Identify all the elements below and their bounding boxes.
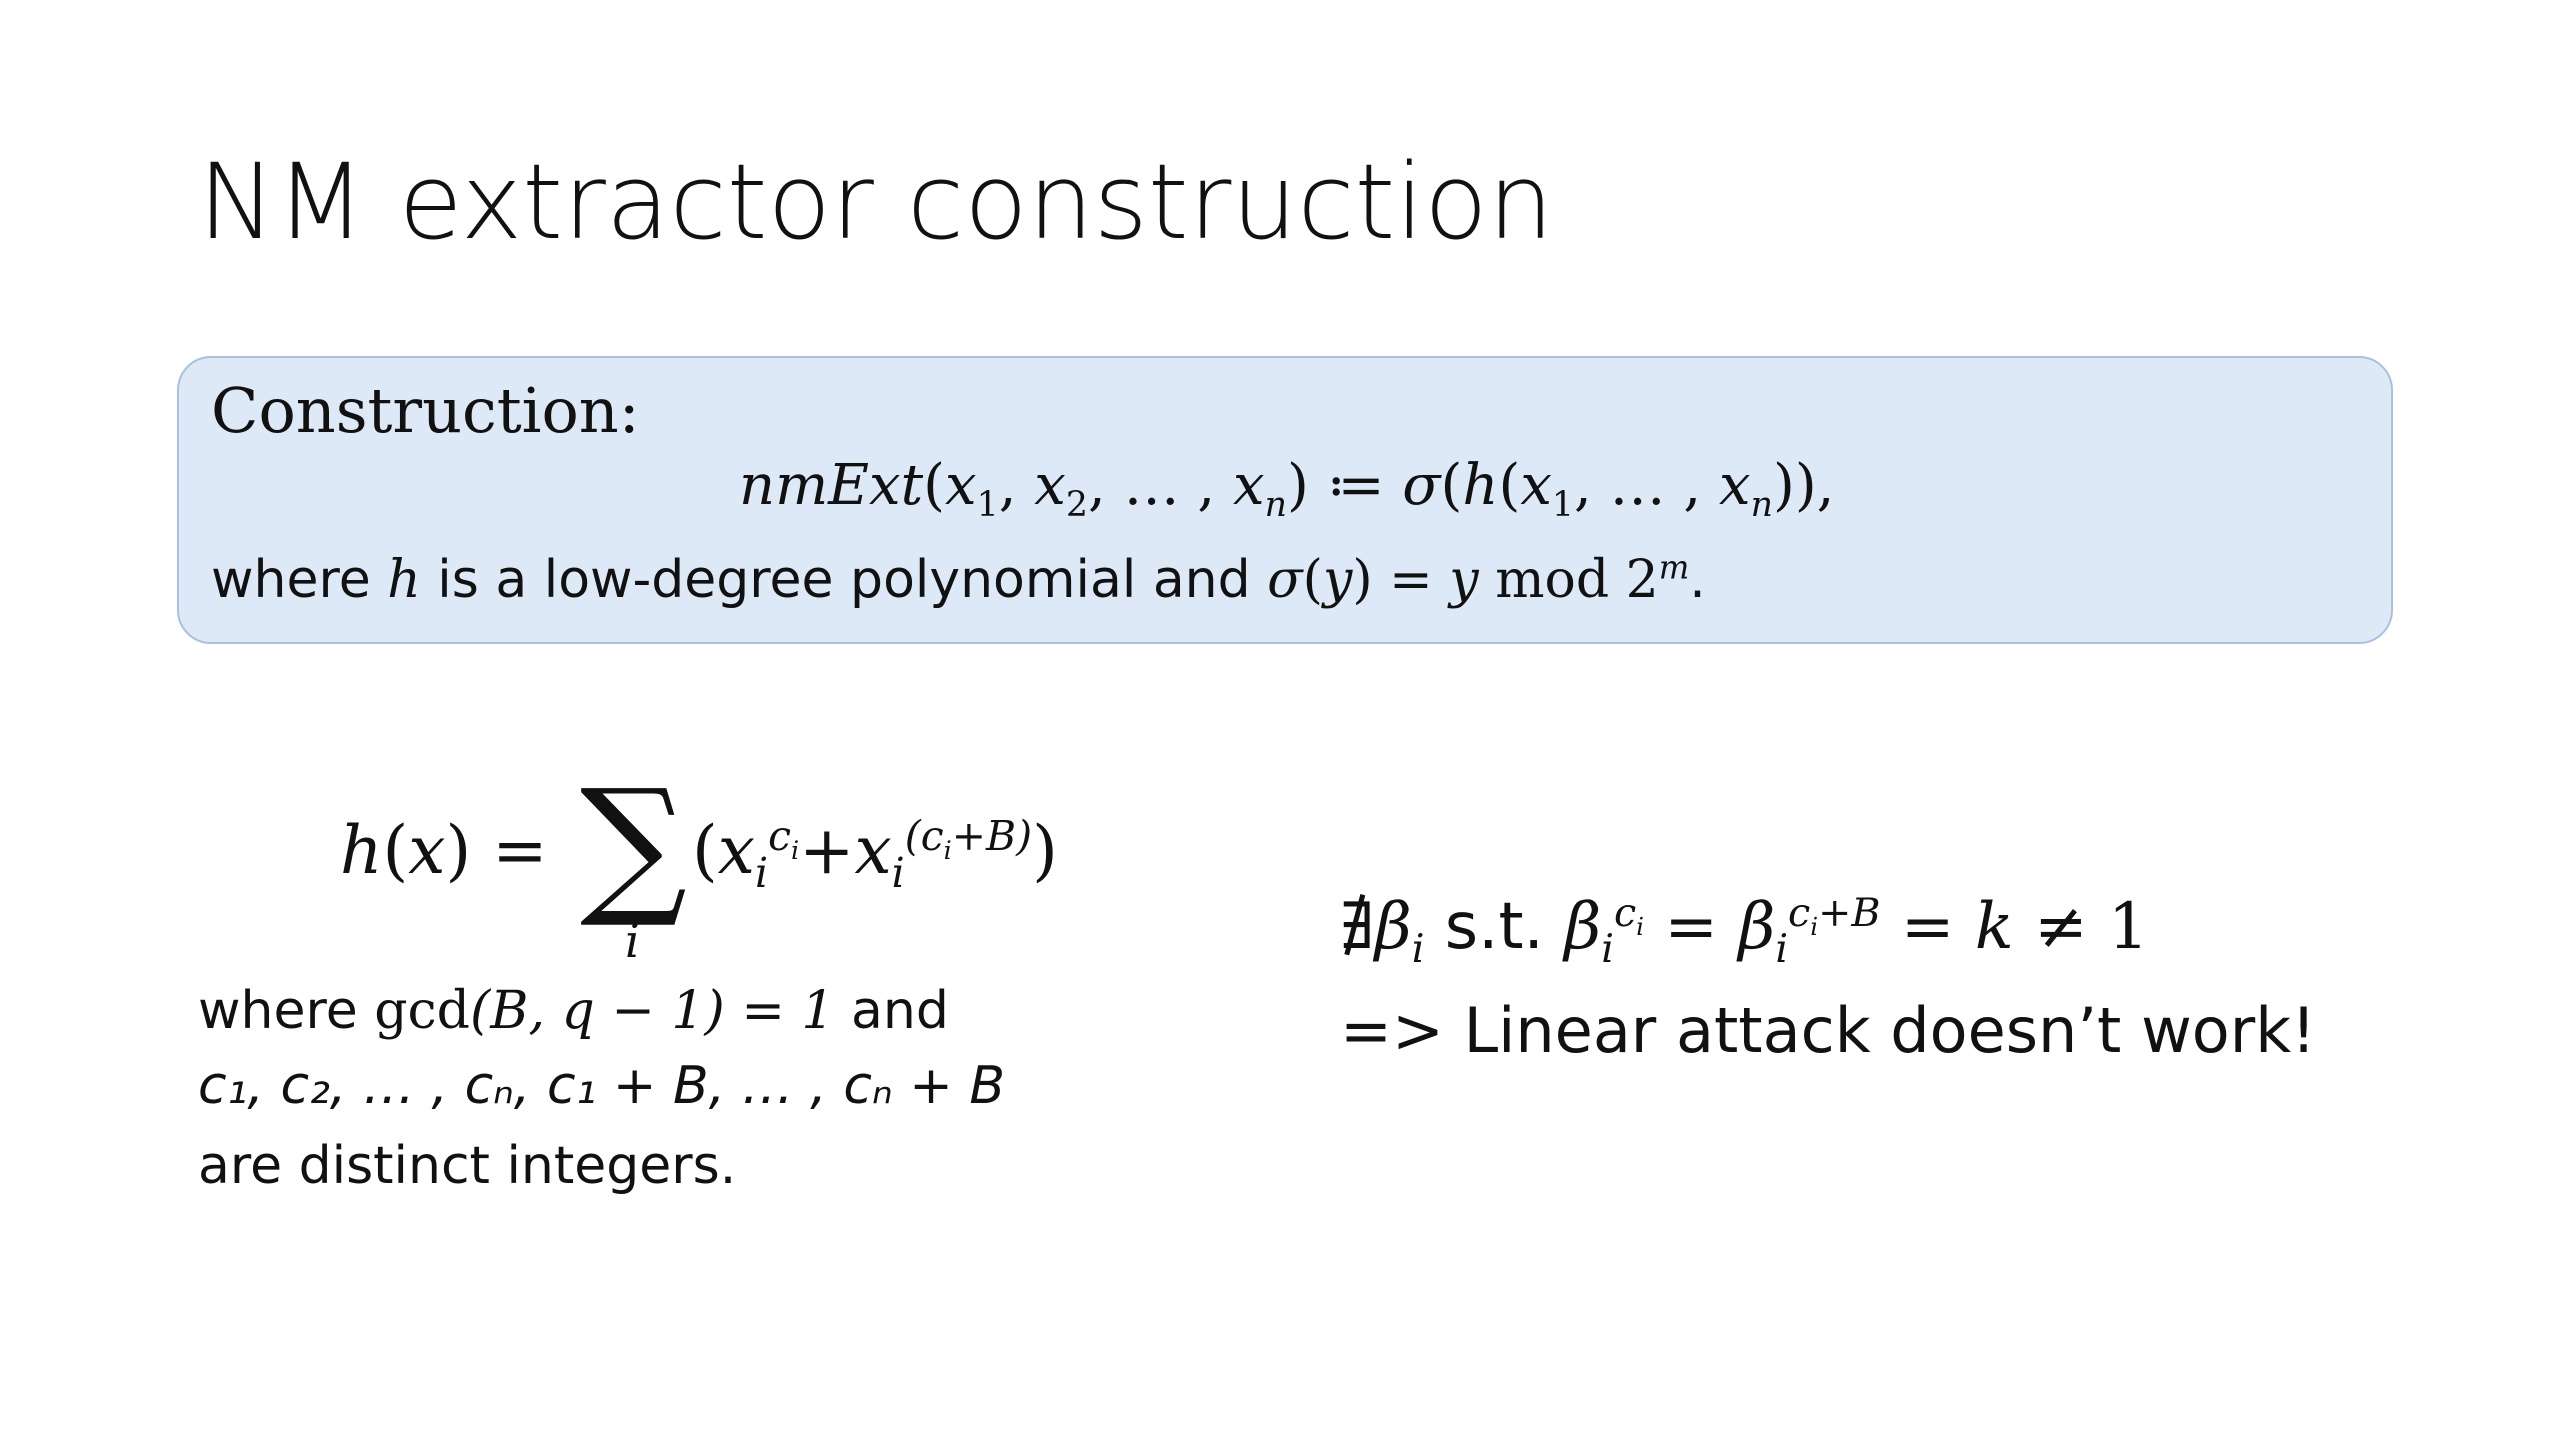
- construction-formula: nmExt(x1, x2, … , xn) ≔ σ(h(x1, … , xn))…: [739, 458, 1834, 523]
- exponent: m: [1658, 548, 1690, 587]
- sep: , … ,: [1574, 453, 1720, 518]
- not-exists: ∄: [1340, 890, 1375, 964]
- sep: , … ,: [1087, 453, 1233, 518]
- defined-as: ) ≔: [1286, 453, 1403, 518]
- condition-line-2: c₁, c₂, … , cₙ, c₁ + B, … , cₙ + B: [198, 1056, 1005, 1116]
- sub: n: [1750, 485, 1773, 526]
- y-var: y: [1449, 550, 1479, 610]
- nmext-name: nmExt: [739, 453, 924, 518]
- condition-line-1: where gcd(B, q − 1) = 1 and: [198, 981, 949, 1041]
- h-func: h: [1462, 453, 1499, 518]
- var: x: [1233, 453, 1265, 518]
- var: x: [1520, 453, 1552, 518]
- text: is a low-degree polynomial and: [420, 550, 1268, 610]
- sum-sign: ∑: [580, 758, 688, 932]
- var: x: [1719, 453, 1751, 518]
- sum-index: i: [625, 914, 640, 968]
- period: .: [1689, 550, 1706, 610]
- condition-line-3: are distinct integers.: [198, 1136, 737, 1196]
- claim-conclusion: => Linear attack doesn’t work!: [1340, 994, 2316, 1067]
- paren: (: [1498, 453, 1521, 518]
- sub: 1: [1551, 485, 1574, 526]
- sep: ,: [998, 453, 1035, 518]
- construction-heading: Construction:: [211, 374, 640, 447]
- construction-box: Construction: nmExt(x1, x2, … , xn) ≔ σ(…: [177, 356, 2393, 644]
- equals: ) =: [1352, 550, 1450, 610]
- sub: n: [1264, 485, 1287, 526]
- sigma: σ: [1267, 550, 1303, 610]
- close-parens: )),: [1772, 453, 1835, 518]
- such-that: s.t.: [1424, 890, 1565, 964]
- paren: (: [1440, 453, 1463, 518]
- mod-text: mod 2: [1478, 550, 1659, 610]
- y-var: y: [1322, 550, 1353, 610]
- sum-terms: (xici+xi(ci+B)): [692, 812, 1058, 898]
- sigma: σ: [1402, 453, 1441, 518]
- var: x: [1034, 453, 1066, 518]
- paren: (: [1302, 550, 1323, 610]
- claim-formula: ∄βi s.t. βici = βici+B = k ≠ 1: [1340, 889, 2149, 972]
- slide-title: NM extractor construction: [198, 141, 1554, 263]
- var: x: [945, 453, 977, 518]
- paren: (: [923, 453, 945, 518]
- h-var: h: [387, 550, 421, 610]
- h-lhs: h(x) =: [340, 812, 548, 889]
- text: where: [211, 550, 388, 610]
- construction-where-line: where h is a low-degree polynomial and σ…: [211, 552, 1706, 606]
- sub: 2: [1065, 485, 1088, 526]
- sub: 1: [976, 485, 999, 526]
